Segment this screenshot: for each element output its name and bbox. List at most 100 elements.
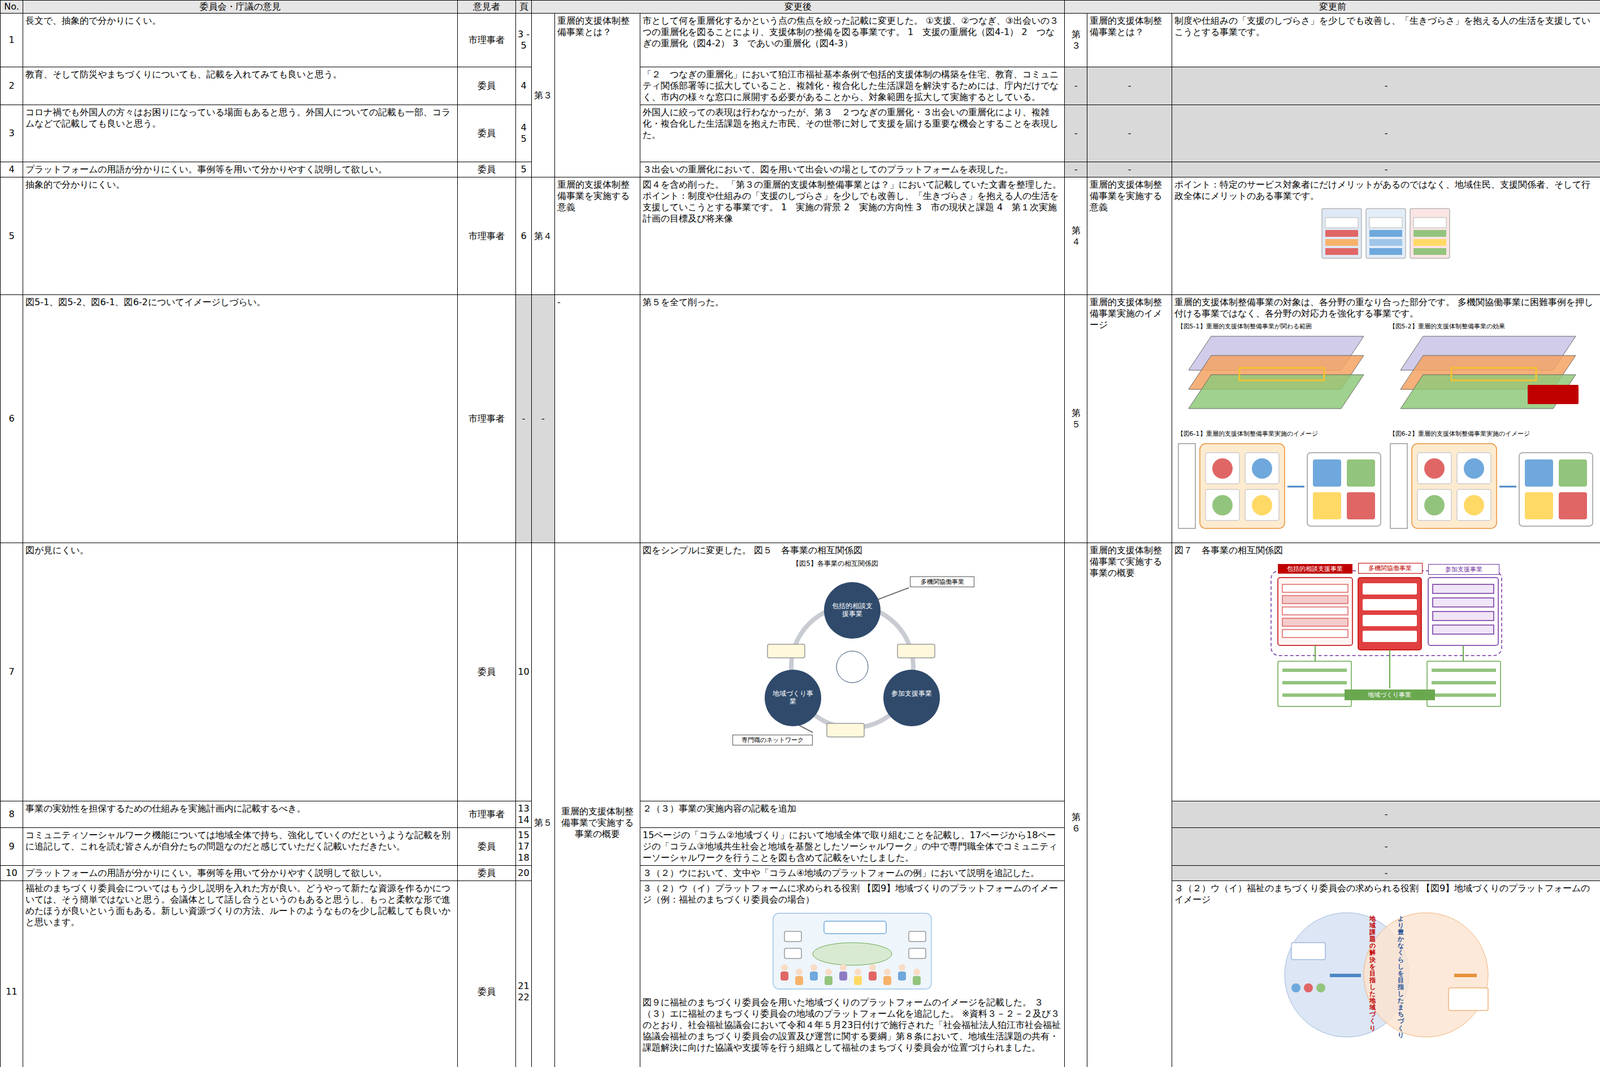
table-cell: -: [531, 295, 555, 544]
cell-text: 4 5: [516, 122, 531, 145]
cell-text: 第５: [534, 817, 553, 829]
cell-text: コロナ禍でも外国人の方々はお困りになっている場面もあると思う。外国人についての記…: [25, 106, 455, 130]
figure-shape: [1325, 248, 1359, 255]
table-cell: 第４: [531, 177, 555, 296]
table-cell: 図5-1、図5-2、図6-1、図6-2についてイメージしづらい。: [23, 295, 458, 544]
person-icon: [1291, 983, 1301, 993]
figure-shape: [1428, 577, 1499, 646]
cell-text: 6: [516, 230, 531, 242]
table-cell: 委員: [457, 881, 517, 1067]
figure-shape: [1524, 459, 1554, 487]
table-cell: 図をシンプルに変更した。 図５ 各事業の相互関係図包括的相談支援事業地域づくり事…: [640, 543, 1065, 802]
person-icon: [1303, 983, 1313, 993]
figure-shape: [1369, 239, 1403, 246]
figure-shape: [1362, 599, 1417, 611]
person-icon: [825, 968, 832, 976]
table-cell: 4 5: [516, 105, 532, 163]
table-cell: -: [1087, 162, 1173, 178]
figure-shape: [1282, 595, 1348, 604]
figure-shape: [1362, 614, 1417, 627]
table-cell: 10: [0, 865, 24, 882]
table-cell: プラットフォームの用語が分かりにくい。事例等を用いて分かりやすく説明して欲しい。: [23, 865, 458, 882]
figure-shape: [1277, 661, 1352, 707]
figure-drawing: [727, 559, 977, 755]
person-icon: [810, 964, 818, 971]
table-row: 9コミュニティソーシャルワーク機能については地域全体で持ち、強化していくのだとい…: [0, 827, 1600, 866]
cell-text: -: [1089, 127, 1170, 140]
table-cell: 重層的支援体制整備事業とは？: [1087, 13, 1173, 68]
cell-text: 委員: [460, 127, 514, 140]
figure-shape: [1178, 443, 1196, 529]
table-cell: 10: [516, 543, 532, 802]
header-cell: No.: [0, 0, 24, 14]
figure-line: [1282, 668, 1347, 672]
figure-shape: [1346, 459, 1376, 487]
table-cell: ３（２）ウ（イ）プラットフォームに求められる役割 【図9】地域づくりのプラットフ…: [640, 881, 1065, 1067]
figure-label: より豊かなくらしを目指したまちづくり: [1397, 915, 1406, 1039]
figure-shape: [1282, 584, 1348, 593]
person-icon: [781, 964, 788, 971]
header-text: 委員会・庁議の意見: [24, 1, 457, 13]
figure-shape: [1321, 208, 1362, 259]
person-icon: [795, 968, 803, 976]
table-row: 10プラットフォームの用語が分かりにくい。事例等を用いて分かりやすく説明して欲し…: [0, 865, 1600, 882]
table-cell: 図４を含め削った。 「第３の重層的支援体制整備事業とは？」において記載していた文…: [640, 177, 1065, 296]
cell-text: ２（３）事業の実施内容の記載を追加: [642, 803, 1062, 815]
cell-text: 福祉のまちづくり委員会についてはもう少し説明を入れた方が良い。どうやって新たな資…: [25, 882, 455, 929]
figure-shape: [1362, 630, 1417, 643]
cell-text: 10: [516, 666, 531, 678]
figure-drawing: [1318, 205, 1455, 262]
figure-shape: [1312, 459, 1342, 487]
figure-shape: [1239, 367, 1325, 381]
table-row: 5抽象的で分かりにくい。市理事者6第４重層的支援体制整備事業を実施する意義図４を…: [0, 177, 1600, 296]
figure-shape: [836, 651, 869, 683]
table-cell: 制度や仕組みの「支援のしづらさ」を少しでも改善し、「生きづらさ」を抱える人の生活…: [1172, 13, 1600, 68]
person-icon: [883, 968, 891, 976]
cell-text: 9: [2, 840, 21, 853]
cell-text: ３出会いの重層化において、図を用いて出会いの場としてのプラットフォームを表現した…: [642, 163, 1062, 176]
figure: 包括的相談支援事業地域づくり事業参加支援事業【図5】各事業の相互関係図多機関協働…: [727, 559, 977, 755]
figure-shape: [1282, 606, 1348, 615]
table-row: 1長文で、抽象的で分かりにくい。市理事者3 - 5第３重層的支援体制整備事業とは…: [0, 13, 1600, 68]
figure-shape: [1457, 489, 1491, 521]
figure-line: [1287, 486, 1305, 488]
figure-shape: [1307, 452, 1381, 527]
table-cell: 図７ 各事業の相互関係図包括的相談支援事業多機関協働事業参加支援事業地域づくり事…: [1172, 543, 1600, 802]
figure-shape: [1325, 239, 1359, 246]
table-cell: 3: [0, 105, 24, 163]
table-cell: 5: [0, 177, 24, 296]
figure-shape: [1432, 584, 1494, 594]
header-text: 頁: [517, 1, 531, 13]
cell-text: 8: [2, 808, 21, 821]
cell-text: 抽象的で分かりにくい。: [25, 179, 455, 191]
figure-shape: [897, 644, 935, 658]
figure-label: 多機関協働事業: [909, 576, 975, 588]
cell-text: 市理事者: [460, 413, 514, 425]
cell-text: 図5-1、図5-2、図6-1、図6-2についてイメージしづらい。: [25, 296, 455, 309]
figure-shape: [1346, 492, 1376, 520]
table-cell: コミュニティソーシャルワーク機能については地域全体で持ち、強化していくのだという…: [23, 827, 458, 866]
figure-label: 包括的相談支援事業: [1277, 564, 1353, 574]
figure-shape: [839, 971, 848, 981]
person-icon: [898, 964, 906, 971]
figure-shape: [1519, 452, 1593, 527]
cell-text: -: [1174, 80, 1598, 92]
cell-text: 4: [516, 80, 531, 92]
cell-text: -: [1067, 80, 1085, 92]
person-icon: [869, 964, 877, 971]
cell-text: 「２ つなぎの重層化」において狛江市福祉基本条例で包括的支援体制の構築を住宅、教…: [642, 68, 1062, 103]
figure-shape: [1282, 629, 1348, 638]
cell-text: 市理事者: [460, 34, 514, 46]
table-row: 6図5-1、図5-2、図6-1、図6-2についてイメージしづらい。市理事者---…: [0, 295, 1600, 544]
table-cell: 委員: [457, 162, 517, 178]
cell-text: ３（２）ウにおいて、文中や「コラム④地域のプラットフォームの例」において説明を追…: [642, 867, 1062, 879]
cell-text: 委員: [460, 80, 514, 92]
table-cell: プラットフォームの用語が分かりにくい。事例等を用いて分かりやすく説明して欲しい。: [23, 162, 458, 178]
figure-shape: [1325, 230, 1359, 237]
figure: 包括的相談支援事業多機関協働事業参加支援事業地域づくり事業: [1267, 559, 1506, 718]
figure-shape: [1411, 443, 1497, 529]
figure-shape: [1424, 458, 1445, 479]
figure-label: 【図5】各事業の相互関係図: [778, 559, 892, 568]
figure-shape: [773, 913, 932, 990]
cell-text: 2: [2, 80, 21, 92]
